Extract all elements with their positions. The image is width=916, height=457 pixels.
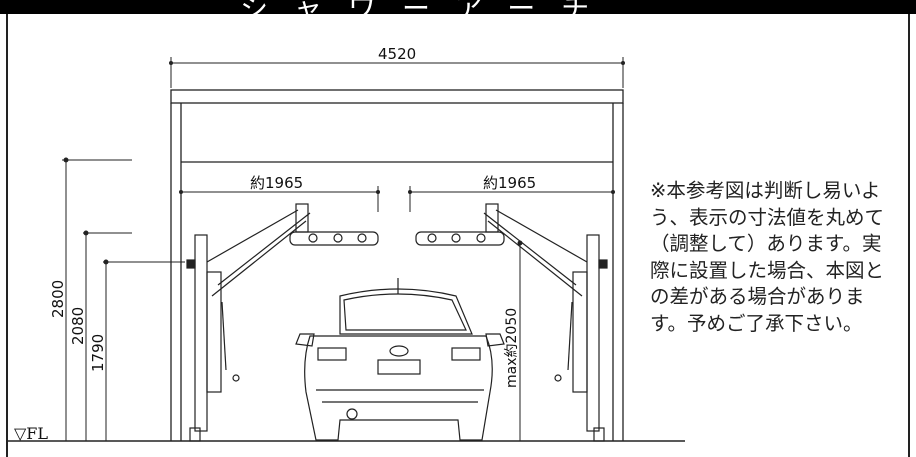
height-total-label: 2800 <box>49 280 67 318</box>
height-mid-label: 2080 <box>69 307 87 345</box>
clearance-label: max約2050 <box>504 308 520 388</box>
header-bar: シャワーアーチ <box>0 0 916 14</box>
height-dimensions <box>62 157 185 441</box>
right-arm-reach-label: 約1965 <box>483 174 536 192</box>
left-arm-reach-dimension: 約1965 <box>179 174 380 212</box>
frame-right-border <box>908 14 910 457</box>
overall-width-dimension: 4520 <box>169 45 625 88</box>
frame-left-border <box>6 14 8 457</box>
right-brush-assembly <box>415 203 608 442</box>
car-rear-view <box>295 278 505 441</box>
overall-width-label: 4520 <box>378 45 416 63</box>
floor-label: ▽FL <box>14 424 48 443</box>
arch-frame <box>170 89 624 441</box>
right-arm-reach-dimension: 約1965 <box>408 174 615 212</box>
header-title: シャワーアーチ <box>240 0 615 14</box>
note-text: ※本参考図は判断し易いよう、表示の寸法値を丸めて（調整して）あります。実際に設置… <box>650 179 885 335</box>
left-brush-assembly <box>186 203 379 442</box>
left-arm-reach-label: 約1965 <box>250 174 303 192</box>
height-low-label: 1790 <box>89 334 107 372</box>
